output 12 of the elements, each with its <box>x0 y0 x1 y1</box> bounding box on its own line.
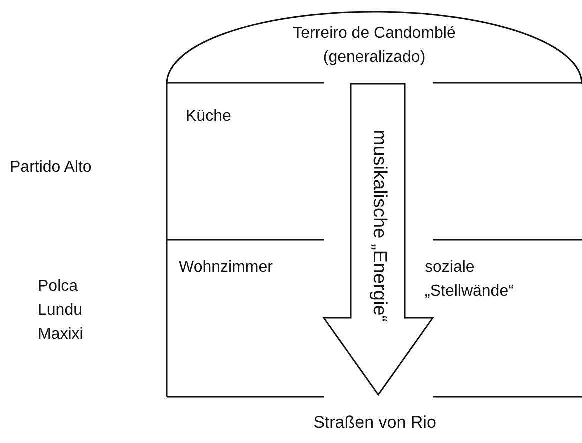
genre-label: Lundu <box>38 301 82 321</box>
room-label: Wohnzimmer <box>179 258 273 278</box>
genre-label: Polca <box>38 277 78 297</box>
place-label: Straßen von Rio <box>314 413 436 433</box>
room-label: soziale „Stellwände“ <box>425 258 515 302</box>
room-label: Küche <box>186 107 232 127</box>
genre-label: Partido Alto <box>10 158 92 178</box>
arrow-label: musikalische „Energie“ <box>368 128 390 324</box>
floor-band <box>167 83 582 240</box>
floor-band <box>167 240 582 397</box>
genre-label: Maxixi <box>38 325 84 345</box>
dome-title: Terreiro de Candomblé (generalizado) <box>292 24 457 68</box>
